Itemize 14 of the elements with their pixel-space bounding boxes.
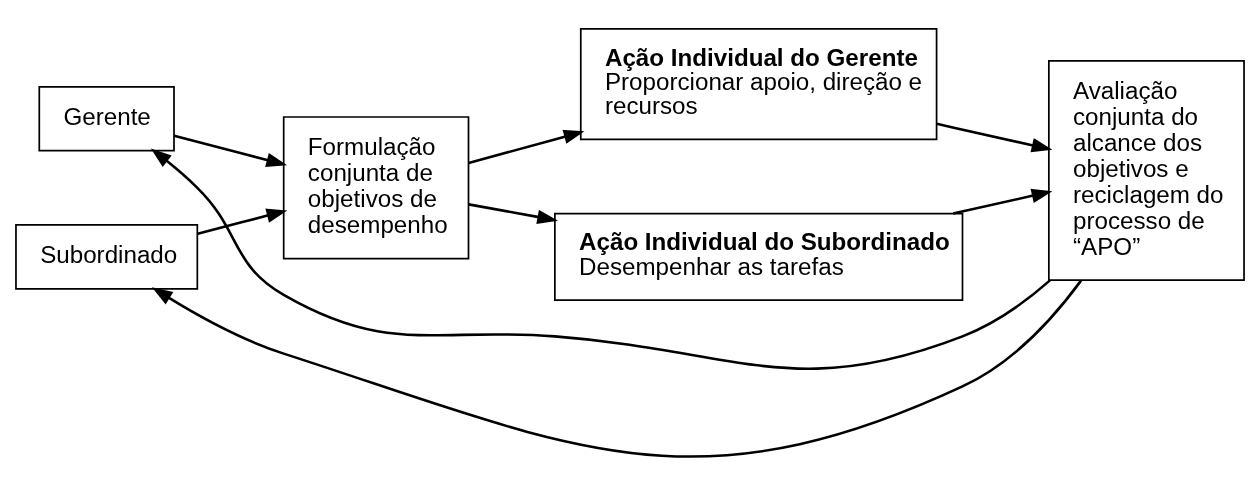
- node-box: Ação Individual do Subordinado Desempenhar as tarefas: [554, 212, 964, 301]
- arrow: [173, 134, 288, 167]
- arrow: [150, 148, 1051, 370]
- arrow: [468, 203, 559, 225]
- arrow: [151, 279, 1083, 458]
- arrow: [952, 188, 1053, 215]
- node-box: Subordinado: [15, 224, 199, 290]
- node-box: Avaliação conjunta do alcance dos objetivos e reciclagem do processo de “APO”: [1048, 60, 1245, 282]
- node-box: Gerente: [38, 85, 175, 152]
- node-box: Formulação conjunta de objetivos de desempenho: [282, 116, 470, 260]
- arrow: [197, 208, 288, 235]
- arrow: [468, 129, 585, 165]
- node-box: Ação Individual do Gerente Proporcionar apoio, direção e recursos: [579, 28, 938, 141]
- arrow: [936, 122, 1053, 153]
